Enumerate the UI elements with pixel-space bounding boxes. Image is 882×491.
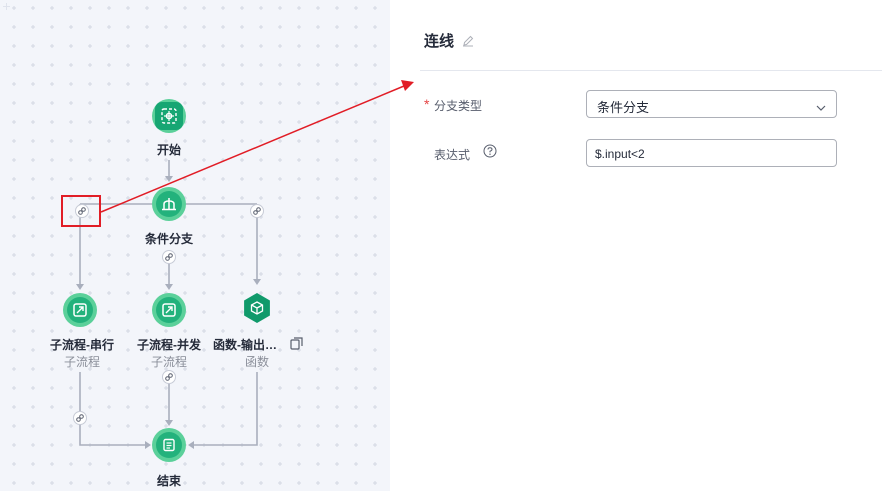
- branch-icon: [156, 191, 182, 217]
- parallel-subflow-node[interactable]: [152, 293, 186, 327]
- edge-link-parallel[interactable]: [162, 250, 176, 264]
- start-node[interactable]: [152, 99, 186, 133]
- branch-node-label: 条件分支: [144, 232, 194, 246]
- function-node-type: 函数: [244, 355, 270, 369]
- link-icon: [165, 248, 173, 266]
- expression-label: 表达式: [434, 148, 471, 162]
- parallel-subflow-type: 子流程: [150, 355, 188, 369]
- edge-properties-panel: 连线 * 分支类型 条件分支 表达式 $.input<2: [390, 0, 882, 491]
- function-node-label: 函数-输出…: [213, 338, 277, 352]
- serial-subflow-label: 子流程-串行: [50, 338, 114, 352]
- subflow-icon: [67, 297, 93, 323]
- serial-subflow-type: 子流程: [63, 355, 101, 369]
- function-icon: [244, 293, 270, 323]
- serial-subflow-node[interactable]: [63, 293, 97, 327]
- branch-type-select[interactable]: 条件分支: [586, 90, 837, 118]
- flow-canvas[interactable]: 开始 条件分支 子流程-串行 子流程 子流程-并发 子流程 函数-输出… 函数 …: [0, 0, 390, 491]
- edge-link-parallel-end[interactable]: [162, 370, 176, 384]
- chevron-down-icon: [816, 99, 826, 114]
- link-icon: [78, 202, 86, 220]
- expression-value: $.input<2: [595, 147, 645, 161]
- edge-link-serial[interactable]: [75, 204, 89, 218]
- end-icon: [156, 432, 182, 458]
- branch-type-value: 条件分支: [597, 100, 650, 115]
- flow-start-icon: [155, 102, 183, 130]
- edit-icon[interactable]: [462, 34, 474, 52]
- parallel-subflow-label: 子流程-并发: [137, 338, 201, 352]
- required-marker: *: [424, 96, 430, 112]
- function-node[interactable]: [240, 291, 274, 325]
- flow-edges: [76, 160, 261, 449]
- end-node[interactable]: [152, 428, 186, 462]
- link-icon: [253, 202, 261, 220]
- panel-title: 连线: [424, 33, 455, 50]
- branch-type-label: 分支类型: [434, 99, 483, 113]
- subflow-icon: [156, 297, 182, 323]
- help-icon[interactable]: [483, 144, 497, 163]
- link-icon: [76, 409, 84, 427]
- expression-input[interactable]: $.input<2: [586, 139, 837, 167]
- copy-icon[interactable]: [290, 337, 303, 355]
- start-node-label: 开始: [156, 143, 182, 157]
- edge-link-function[interactable]: [250, 204, 264, 218]
- link-icon: [165, 368, 173, 386]
- highlight-box: [61, 195, 101, 227]
- panel-divider: [420, 70, 882, 71]
- end-node-label: 结束: [156, 474, 182, 488]
- edge-link-serial-end[interactable]: [73, 411, 87, 425]
- branch-node[interactable]: [152, 187, 186, 221]
